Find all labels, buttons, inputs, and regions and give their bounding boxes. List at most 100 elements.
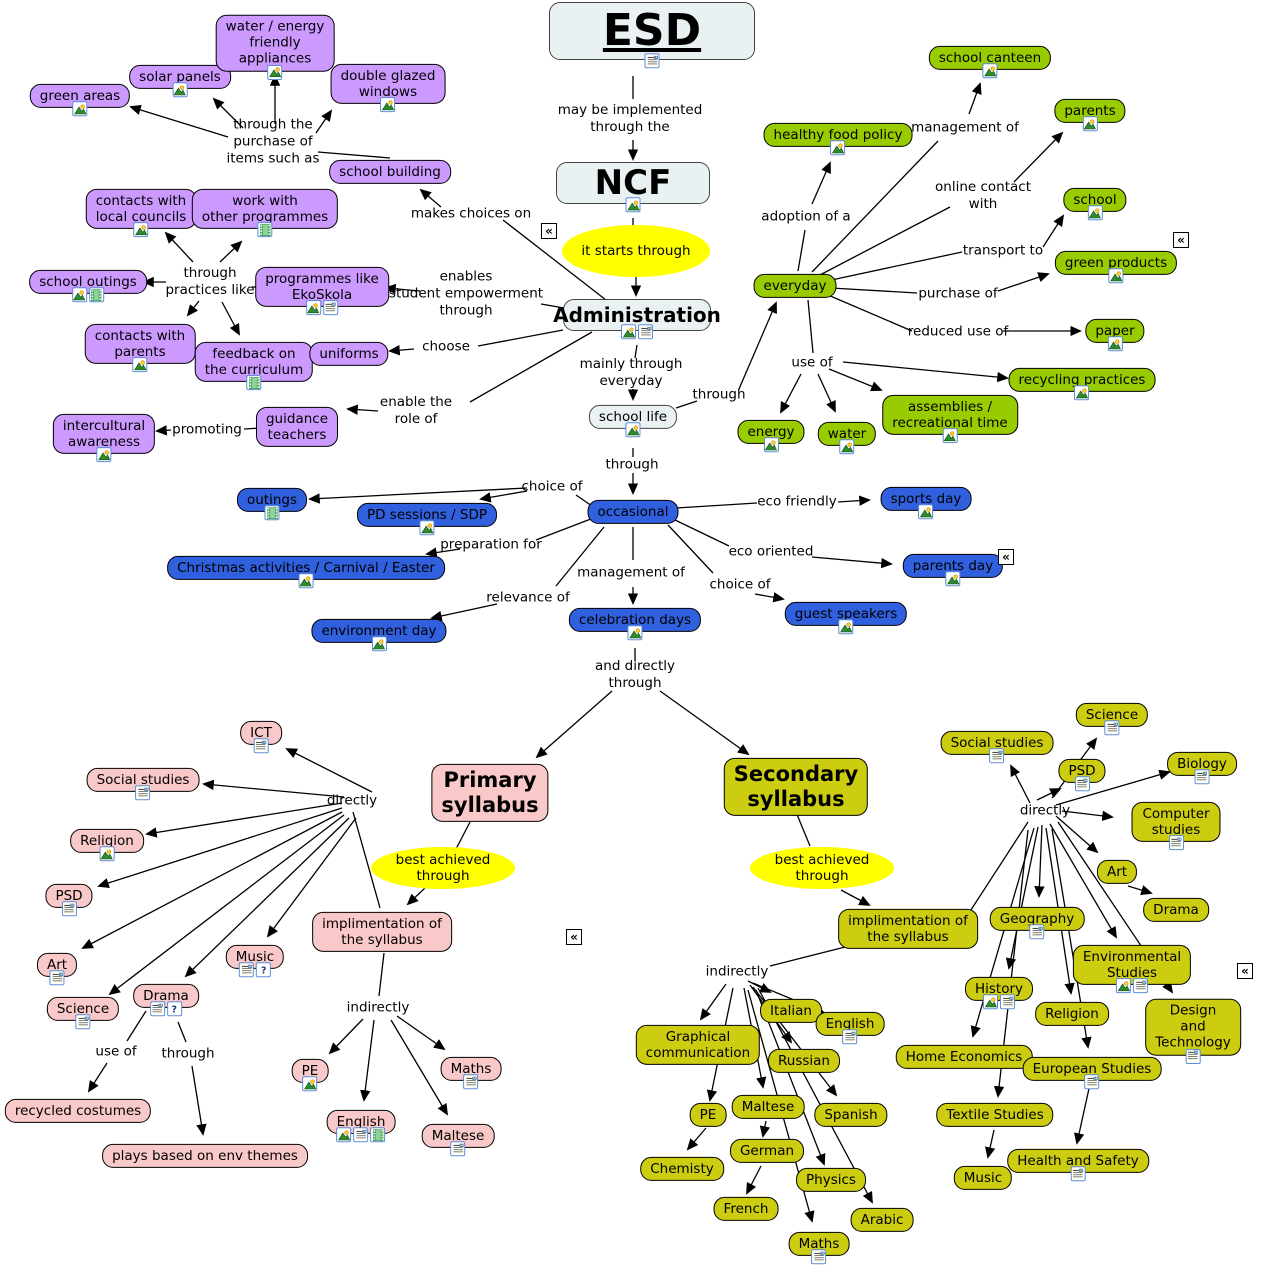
node-ict[interactable]: ICT: [240, 720, 282, 754]
node-contacts-parents[interactable]: contacts with parents: [84, 323, 196, 373]
image-icon[interactable]: [918, 504, 934, 520]
image-icon[interactable]: [306, 300, 321, 316]
node-italian[interactable]: Italian: [760, 998, 822, 1024]
node-physics[interactable]: Physics: [796, 1167, 866, 1193]
node-plays-env[interactable]: plays based on env themes: [102, 1143, 308, 1169]
node-pe-p[interactable]: PE: [291, 1058, 329, 1092]
doc-icon[interactable]: [1070, 1166, 1086, 1182]
doc-icon[interactable]: [1084, 1074, 1100, 1090]
doc-icon[interactable]: [811, 1249, 827, 1265]
image-icon[interactable]: [1087, 205, 1103, 221]
doc-icon[interactable]: [1029, 924, 1045, 940]
collapse-chevrons-icon[interactable]: «: [1173, 232, 1189, 248]
image-icon[interactable]: [983, 994, 998, 1010]
image-icon[interactable]: [72, 287, 87, 303]
film-icon[interactable]: [264, 505, 280, 521]
node-design-technology[interactable]: Design and Technology: [1145, 998, 1241, 1064]
node-health-safety[interactable]: Health and Safety: [1007, 1148, 1149, 1182]
node-programmes-ekoskola[interactable]: programmes like EkoSkola: [255, 266, 389, 316]
node-primary-syllabus[interactable]: Primary syllabus: [431, 763, 549, 823]
doc-icon[interactable]: [842, 1029, 858, 1045]
image-icon[interactable]: [1107, 336, 1123, 352]
node-green-products[interactable]: green products: [1054, 250, 1178, 284]
node-psd-s[interactable]: PSD: [1058, 758, 1106, 792]
image-icon[interactable]: [72, 101, 88, 117]
node-spanish[interactable]: Spanish: [814, 1102, 888, 1128]
doc-icon[interactable]: [135, 785, 151, 801]
node-celebration-days[interactable]: celebration days: [568, 607, 702, 641]
collapse-chevrons-icon[interactable]: «: [1237, 963, 1253, 979]
image-icon[interactable]: [380, 97, 396, 113]
node-science-p[interactable]: Science: [46, 996, 120, 1030]
link-phrase-ellipse-it-starts-through[interactable]: it starts through: [562, 225, 710, 277]
film-icon[interactable]: [246, 375, 262, 391]
node-recycled-costumes[interactable]: recycled costumes: [4, 1098, 152, 1124]
link-phrase-ellipse-best-achieved-left[interactable]: best achieved through: [371, 847, 515, 889]
node-pe-s[interactable]: PE: [689, 1102, 727, 1128]
collapse-chevrons-icon[interactable]: «: [541, 223, 557, 239]
image-icon[interactable]: [132, 357, 148, 373]
node-water[interactable]: water: [817, 421, 877, 455]
image-icon[interactable]: [942, 428, 958, 444]
node-outings[interactable]: outings: [236, 487, 308, 521]
node-esd[interactable]: ESD: [549, 2, 755, 69]
node-implementation-s[interactable]: implimentation of the syllabus: [838, 908, 978, 950]
image-icon[interactable]: [763, 437, 779, 453]
node-home-economics[interactable]: Home Economics: [895, 1044, 1033, 1070]
image-icon[interactable]: [1115, 978, 1131, 994]
node-school-building[interactable]: school building: [329, 159, 451, 185]
node-healthy-food-policy[interactable]: healthy food policy: [763, 122, 913, 156]
doc-icon[interactable]: [450, 1141, 466, 1157]
node-music-s[interactable]: Music: [953, 1165, 1013, 1191]
node-german[interactable]: German: [729, 1138, 805, 1164]
link-phrase-ellipse-best-achieved-right[interactable]: best achieved through: [750, 847, 894, 889]
node-green-areas[interactable]: green areas: [29, 83, 131, 117]
node-maltese-p[interactable]: Maltese: [421, 1123, 495, 1157]
node-chemisty[interactable]: Chemisty: [640, 1156, 724, 1182]
doc-icon[interactable]: [1104, 720, 1120, 736]
node-uniforms[interactable]: uniforms: [309, 341, 389, 367]
node-double-glazed[interactable]: double glazed windows: [330, 63, 446, 113]
node-maltese-s[interactable]: Maltese: [731, 1094, 805, 1120]
node-parents-g[interactable]: parents: [1054, 98, 1126, 132]
node-ncf[interactable]: NCF: [556, 162, 710, 213]
node-water-energy[interactable]: water / energy friendly appliances: [215, 14, 335, 80]
node-social-studies-p[interactable]: Social studies: [86, 767, 200, 801]
node-biology[interactable]: Biology: [1167, 751, 1237, 785]
film-icon[interactable]: [257, 222, 273, 238]
node-contacts-local-councils[interactable]: contacts with local councils: [85, 188, 197, 238]
node-history[interactable]: History: [964, 976, 1034, 1010]
doc-icon[interactable]: [463, 1074, 479, 1090]
image-icon[interactable]: [419, 520, 435, 536]
node-geography[interactable]: Geography: [989, 906, 1085, 940]
doc-icon[interactable]: [638, 324, 653, 340]
image-icon[interactable]: [1074, 385, 1090, 401]
node-religion-s[interactable]: Religion: [1035, 1001, 1109, 1027]
node-solar-panels[interactable]: solar panels: [129, 64, 231, 98]
node-assemblies[interactable]: assemblies / recreational time: [882, 394, 1018, 444]
node-environment-day[interactable]: environment day: [311, 618, 447, 652]
doc-icon[interactable]: [1000, 994, 1015, 1010]
node-implementation-p[interactable]: implimentation of the syllabus: [312, 911, 452, 953]
node-work-other-programmes[interactable]: work with other programmes: [191, 188, 339, 238]
node-paper[interactable]: paper: [1085, 318, 1145, 352]
image-icon[interactable]: [172, 82, 188, 98]
image-icon[interactable]: [267, 64, 283, 80]
image-icon[interactable]: [1082, 116, 1098, 132]
collapse-chevrons-icon[interactable]: «: [998, 549, 1014, 565]
node-pd-sessions[interactable]: PD sessions / SDP: [356, 502, 498, 536]
node-christmas[interactable]: Christmas activities / Carnival / Easter: [167, 555, 445, 589]
node-occasional[interactable]: occasional: [587, 499, 679, 525]
question-icon[interactable]: ?: [167, 1001, 182, 1017]
image-icon[interactable]: [336, 1127, 352, 1143]
image-icon[interactable]: [371, 636, 387, 652]
image-icon[interactable]: [99, 846, 115, 862]
node-textile-studies[interactable]: Textile Studies: [936, 1102, 1054, 1128]
node-art-s[interactable]: Art: [1096, 859, 1138, 885]
node-social-studies-s[interactable]: Social studies: [940, 730, 1054, 764]
doc-icon[interactable]: [1132, 978, 1148, 994]
doc-icon[interactable]: [323, 300, 338, 316]
doc-icon[interactable]: [61, 901, 77, 917]
doc-icon[interactable]: [75, 1014, 91, 1030]
image-icon[interactable]: [945, 571, 961, 587]
